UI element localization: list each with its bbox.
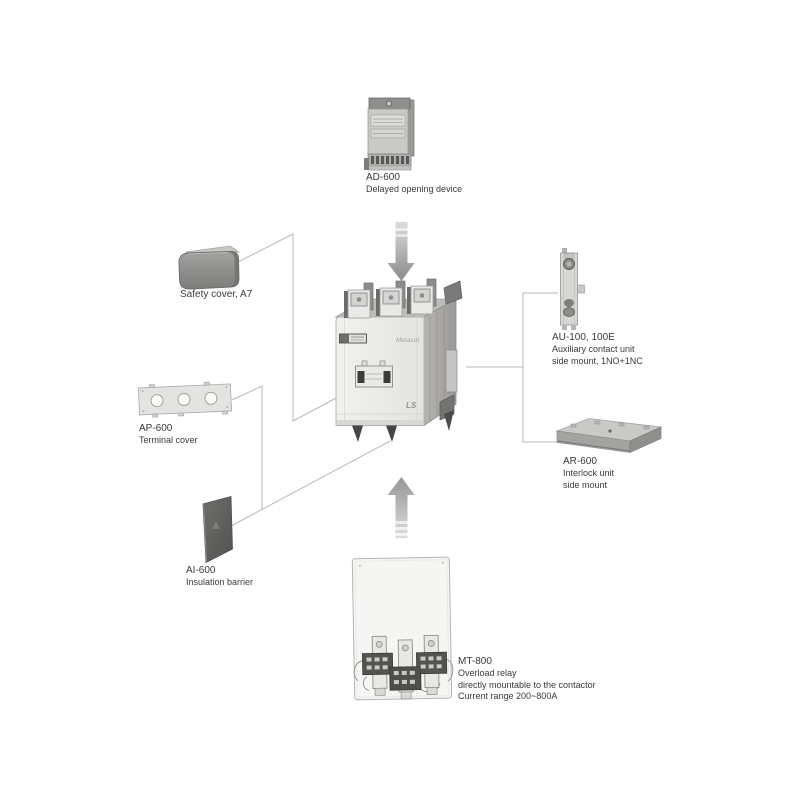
connector-ap600 bbox=[231, 385, 263, 510]
mt800-illustration bbox=[351, 556, 454, 701]
ai600-label: AI-600 Insulation barrier bbox=[186, 565, 253, 589]
up-arrow bbox=[387, 477, 415, 538]
ap600-model: AP-600 bbox=[139, 423, 173, 434]
ar600-model: AR-600 bbox=[563, 456, 597, 467]
contactor-terminals bbox=[344, 278, 437, 319]
contactor-illustration: Metasol LS bbox=[333, 278, 463, 442]
mt800-desc-1: Overload relay bbox=[458, 668, 517, 678]
mt800-desc-2: directly mountable to the contactor bbox=[458, 679, 596, 690]
safety-cover-label: Safety cover, A7 bbox=[180, 289, 252, 301]
ls-logo: LS bbox=[406, 401, 417, 410]
ad600-illustration bbox=[364, 97, 415, 171]
safety-cover-illustration bbox=[178, 245, 241, 290]
ai600-model: AI-600 bbox=[186, 565, 216, 576]
ar600-label: AR-600 Interlock unit side mount bbox=[563, 456, 614, 491]
ai600-desc: Insulation barrier bbox=[186, 577, 254, 587]
connector-safety-cover bbox=[231, 233, 358, 422]
down-arrow bbox=[387, 222, 415, 281]
safety-cover-text: Safety cover, A7 bbox=[180, 289, 253, 300]
ad600-desc: Delayed opening device bbox=[366, 184, 463, 194]
connector-lines bbox=[230, 233, 558, 527]
mt800-desc-3: Current range 200~800A bbox=[458, 691, 558, 701]
contactor-brand-text: Metasol bbox=[396, 337, 419, 344]
ap600-label: AP-600 Terminal cover bbox=[139, 423, 198, 447]
au100-model: AU-100, 100E bbox=[552, 332, 615, 343]
au100-desc-1: Auxiliary contact unit bbox=[552, 344, 635, 354]
connector-ai600 bbox=[230, 440, 391, 527]
ai600-illustration bbox=[202, 495, 233, 564]
coil-terminal-block bbox=[355, 360, 393, 388]
ad600-label: AD-600 Delayed opening device bbox=[366, 172, 462, 196]
ap600-desc: Terminal cover bbox=[139, 435, 198, 445]
ar600-desc-2: side mount bbox=[563, 479, 608, 490]
mt800-model: MT-800 bbox=[458, 656, 492, 667]
ar600-illustration bbox=[555, 418, 663, 454]
ap600-illustration bbox=[137, 381, 232, 418]
mt800-label: MT-800 Overload relay directly mountable… bbox=[458, 656, 596, 703]
ad600-model: AD-600 bbox=[366, 172, 400, 183]
au100-illustration bbox=[560, 248, 585, 330]
ar600-desc-1: Interlock unit bbox=[563, 468, 615, 478]
connector-au100-ar600 bbox=[522, 292, 558, 443]
au100-desc-2: side mount, 1NO+1NC bbox=[552, 355, 643, 366]
au100-label: AU-100, 100E Auxiliary contact unit side… bbox=[552, 332, 643, 367]
